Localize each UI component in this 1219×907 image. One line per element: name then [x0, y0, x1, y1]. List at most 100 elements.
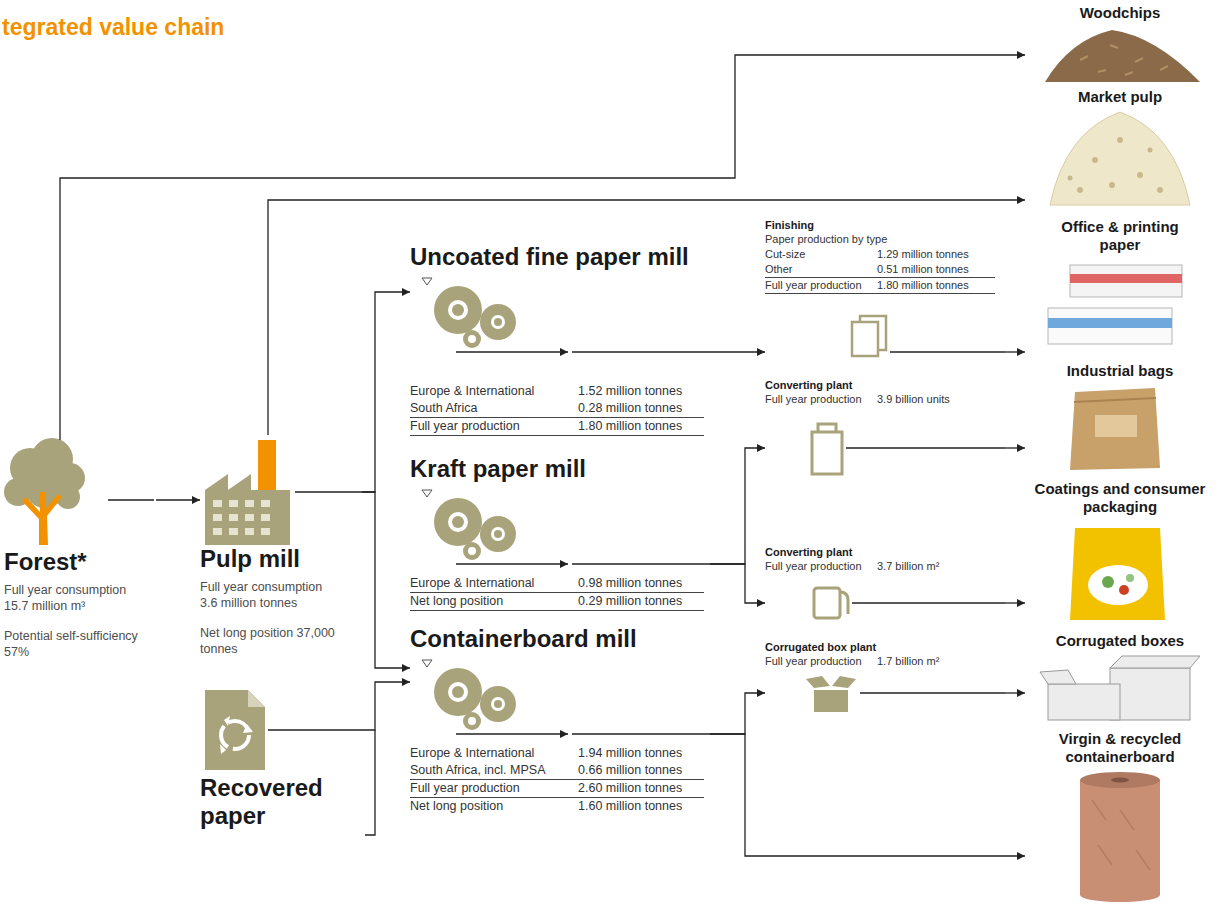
product-node: Virgin & recycled containerboard [1025, 730, 1215, 902]
market-pulp-picture [1157, 187, 1163, 193]
corrugated-box-picture [1048, 684, 1120, 720]
product-node: Corrugated boxes [1025, 632, 1215, 724]
corrugated-box-picture [1110, 656, 1200, 668]
roll-icon [840, 592, 848, 614]
connector-stub [108, 352, 1005, 835]
table-cell: 3.9 billion units [877, 392, 995, 407]
pulp-mill-node: Pulp millFull year consumption 3.6 milli… [200, 435, 362, 657]
market-pulp-picture [1068, 137, 1164, 193]
containerboard-roll-picture [1092, 800, 1106, 820]
connector-stub [852, 602, 1005, 603]
connector-stub [572, 563, 710, 564]
consumer-pouch-picture [1070, 528, 1165, 620]
flow-arrow [710, 564, 765, 603]
sheet-icon [852, 322, 878, 356]
recycle-paper-icon [248, 690, 265, 707]
flow-arrow [710, 734, 1025, 856]
plant-title: Corrugated box plant [765, 640, 1005, 654]
figure-table: Europe & International1.52 million tonne… [410, 383, 710, 436]
connector-stub [365, 730, 375, 835]
containerboard-roll-picture [1080, 772, 1160, 788]
table-cell: 1.60 million tonnes [578, 798, 704, 815]
node-title: Recovered paper [200, 774, 362, 830]
table-cell: Full year production [765, 278, 877, 294]
finishing-node: FinishingPaper production by typeCut-siz… [765, 218, 1005, 363]
corrugated-box-picture [1110, 668, 1190, 720]
pulp-mill-icon [258, 440, 276, 492]
product-label: Woodchips [1025, 4, 1215, 22]
recycle-paper-icon [205, 690, 265, 770]
recycle-paper-icon [224, 716, 230, 726]
table-cell: Full year production [410, 418, 578, 436]
pulp-mill-icon [261, 500, 270, 507]
flow-arrow [1005, 602, 1025, 603]
pulp-mill-icon [213, 500, 270, 535]
containerboard-roll-picture [1098, 845, 1112, 865]
pulp-mill-icon [261, 528, 270, 535]
containerboard-roll-picture [1080, 780, 1160, 895]
bag-icon [812, 424, 842, 474]
node-note: Net long position 37,000 tonnes [200, 625, 342, 657]
mill-title: Uncoated fine paper mill [410, 243, 710, 271]
industrial-bag-picture [1070, 388, 1160, 470]
flow-arrow [156, 499, 200, 500]
table-cell: Full year production [410, 780, 578, 798]
table-cell: 1.94 million tonnes [578, 745, 704, 762]
market-pulp-picture [1137, 172, 1143, 178]
market-pulp-picture [1050, 112, 1190, 205]
product-label: Market pulp [1025, 88, 1215, 106]
pulp-mill-icon [229, 500, 238, 507]
connector-stub [108, 499, 154, 500]
woodchips-picture [1045, 30, 1200, 82]
paper-machine-icon [422, 490, 568, 564]
market-pulp-picture [1068, 176, 1073, 181]
roll-icon [814, 588, 848, 618]
woodchips-picture [1080, 56, 1088, 60]
tree-icon [4, 438, 85, 545]
flow-arrow [1005, 692, 1025, 693]
recovered-paper-node: Recovered paper [200, 686, 362, 830]
figure-table: Full year production1.7 billion m² [765, 654, 1005, 669]
connector-stub [572, 351, 710, 352]
industrial-bag-picture [1095, 415, 1137, 437]
connector-stub [860, 692, 1005, 693]
figure-table: Europe & International0.98 million tonne… [410, 575, 710, 611]
pulp-mill-icon [245, 500, 254, 507]
woodchips-picture [1098, 70, 1106, 72]
table-cell: 2.60 million tonnes [578, 780, 704, 798]
pulp-mill-icon [213, 514, 222, 521]
table-cell: 1.80 million tonnes [578, 418, 704, 436]
mill-title: Kraft paper mill [410, 455, 710, 483]
mill-node: Uncoated fine paper millEurope & Interna… [410, 243, 710, 436]
office-paper-picture [1048, 265, 1182, 344]
table-cell: Net long position [410, 593, 578, 611]
flow-arrow [1005, 447, 1025, 448]
consumer-pouch-picture [1119, 585, 1129, 595]
table-cell: Europe & International [410, 383, 578, 400]
diagram-title: tegrated value chain [2, 13, 224, 41]
consumer-pouch-picture [1126, 574, 1134, 582]
node-note: Full year consumption 15.7 million m³ [4, 582, 152, 614]
woodchips-picture [1135, 58, 1143, 62]
table-cell: Full year production [765, 559, 877, 574]
box-icon [806, 676, 830, 688]
bag-icon [812, 432, 842, 474]
plant-title: Finishing [765, 218, 1005, 232]
product-node: Woodchips [1025, 4, 1215, 88]
table-cell: 1.29 million tonnes [877, 247, 995, 262]
market-pulp-picture [1092, 157, 1098, 163]
node-title: Forest* [4, 548, 156, 576]
plant-node: Corrugated box plantFull year production… [765, 640, 1005, 715]
recycle-paper-icon [243, 724, 253, 733]
icon-space [410, 483, 710, 575]
flow-arrow [710, 693, 765, 734]
plant-node: Converting plantFull year production3.7 … [765, 545, 1005, 627]
connector-stub [295, 491, 362, 492]
consumer-pouch-picture [1102, 576, 1114, 588]
pulp-mill-icon [245, 514, 254, 521]
icon-space [410, 271, 710, 383]
paper-machine-icon [422, 278, 568, 352]
woodchips-picture [1125, 72, 1133, 75]
figure-table: Full year production3.7 billion m² [765, 559, 1005, 574]
